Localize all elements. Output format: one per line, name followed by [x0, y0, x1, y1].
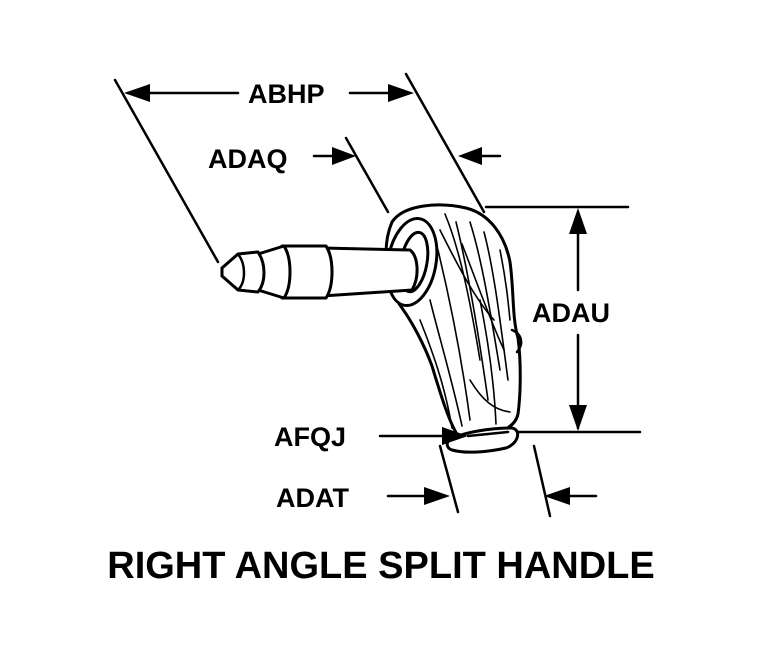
label-afqj: AFQJ — [274, 422, 346, 452]
label-adat: ADAT — [276, 483, 349, 513]
plug-shaft — [320, 246, 419, 298]
handle-grip-lines — [419, 213, 511, 429]
right-angle-plug-drawing — [220, 203, 523, 454]
label-abhp: ABHP — [248, 79, 325, 109]
dimension-adat: ADAT — [276, 444, 598, 518]
dimension-adau: ADAU — [484, 205, 642, 434]
leader-afqj: AFQJ — [274, 422, 468, 452]
dimension-abhp: ABHP — [113, 72, 486, 264]
diagram-title: RIGHT ANGLE SPLIT HANDLE — [107, 545, 654, 587]
label-adau: ADAU — [532, 298, 610, 328]
label-adaq: ADAQ — [208, 144, 288, 174]
dimension-adaq: ADAQ — [208, 136, 502, 214]
